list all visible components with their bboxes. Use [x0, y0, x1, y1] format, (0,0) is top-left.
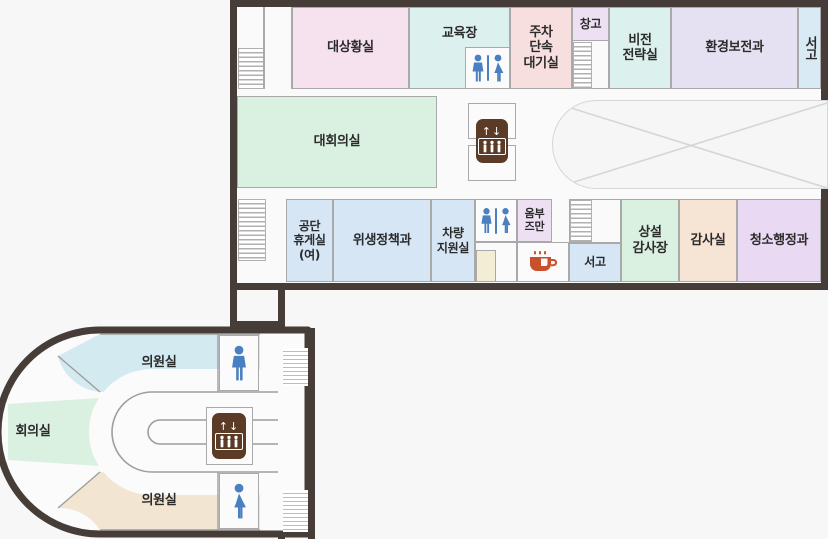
restroom-men-women-icon-top[interactable]: [465, 47, 510, 89]
room-label: 환경보전과: [705, 40, 764, 56]
room-daesanghwangsil[interactable]: 대상황실: [292, 7, 409, 89]
room-hoeuisil-fill: [8, 398, 100, 466]
north-left-div-2: [291, 7, 293, 89]
cafe-area[interactable]: [517, 242, 569, 282]
room-charyang-jiwonsil[interactable]: 차량 지원실: [431, 199, 475, 282]
elevator-icon[interactable]: ↑↓: [476, 119, 508, 163]
room-label: 감사실: [690, 232, 726, 248]
south-corridor-inner-line: [147, 419, 278, 445]
utility-closet: [476, 250, 496, 282]
room-seogo-bottom[interactable]: 서고: [569, 243, 621, 282]
south-corridor-outer-line: [111, 391, 278, 473]
restroom-divider: [486, 55, 489, 81]
restroom-men-icon-south[interactable]: [219, 335, 259, 391]
wall-north-bottom: [230, 283, 828, 290]
restroom-women-icon-south[interactable]: [219, 473, 259, 529]
coffee-cup-icon: [530, 251, 558, 271]
restroom-women-icon: [493, 54, 503, 82]
room-label: 청소행정과: [749, 232, 809, 248]
stairs-bottom-left: [238, 199, 266, 261]
elevator-icon[interactable]: ↑↓: [212, 413, 246, 459]
north-left-div-1: [263, 7, 265, 89]
room-label: 비전 전략실: [622, 32, 658, 63]
room-gongdan-hyugesil[interactable]: 공단 휴게실 (여): [286, 199, 333, 282]
stairs-south-top: [283, 348, 309, 386]
elevator-people-icon: [215, 433, 243, 450]
room-label: 의원실: [141, 493, 177, 509]
room-label: 의원실: [141, 355, 177, 371]
restroom-women-icon: [234, 483, 246, 519]
room-label: 창고: [579, 16, 602, 31]
restroom-men-icon: [232, 345, 246, 381]
room-label: 대상황실: [327, 40, 374, 56]
north-middle-corridor: [237, 89, 821, 99]
restroom-men-icon: [481, 208, 492, 234]
restroom-divider: [495, 207, 497, 234]
divider-top-wedge: [57, 355, 101, 393]
room-label: 서고: [802, 36, 817, 60]
room-label: 주차 단속 대기실: [523, 25, 559, 71]
room-juchadansok-daegisil[interactable]: 주차 단속 대기실: [510, 7, 572, 89]
south-corridor-fill: [89, 369, 278, 495]
elevator-arrows-label: ↑↓: [481, 125, 503, 138]
room-gamsasil[interactable]: 감사실: [679, 199, 737, 282]
room-daehoeuisil[interactable]: 대회의실: [237, 96, 437, 188]
elevator-group-north: ↑↓: [468, 103, 516, 181]
room-uiwonsil-top[interactable]: 의원실: [100, 334, 218, 392]
stairs-top-changgo: [573, 42, 592, 89]
restroom-men-women-icon-bottom[interactable]: [475, 199, 517, 242]
wall-north-top: [230, 0, 828, 7]
room-seogo-top[interactable]: 서고: [798, 7, 821, 89]
stairs-south-bottom: [283, 490, 309, 532]
room-hwangyeongbojeongwa[interactable]: 환경보전과: [671, 7, 798, 89]
room-cheongso-haengjeonggwa[interactable]: 청소행정과: [737, 199, 821, 282]
room-label: 공단 휴게실 (여): [293, 219, 326, 262]
room-label: 교육장: [442, 26, 477, 41]
room-sangseol-gamsajang[interactable]: 상설 감사장: [621, 199, 679, 282]
room-ombudsman[interactable]: 옴부 즈만: [517, 199, 552, 242]
room-hoeuisil[interactable]: 회의실: [2, 404, 64, 460]
room-label: 대회의실: [313, 134, 361, 150]
restroom-men-icon: [472, 54, 483, 82]
wall-south-right: [308, 328, 315, 539]
stairs-bottom-middle: [570, 200, 592, 242]
room-label: 회의실: [15, 424, 51, 440]
room-label: 상설 감사장: [632, 225, 668, 256]
room-changgo[interactable]: 창고: [572, 7, 609, 41]
room-wisaeng-jeongchaekgwa[interactable]: 위생정책과: [333, 199, 431, 282]
wall-corridor-left-foot: [230, 321, 285, 328]
room-label: 옴부 즈만: [524, 206, 545, 233]
room-label: 차량 지원실: [436, 226, 470, 255]
divider-bottom-wedge: [57, 471, 101, 509]
wall-north-left: [230, 0, 237, 290]
room-bijeon-jeonryaksil[interactable]: 비전 전략실: [609, 7, 671, 89]
room-label: 위생정책과: [352, 232, 412, 248]
elevator-group-south: ↑↓: [206, 407, 253, 465]
void-cross-hatch: [554, 102, 827, 188]
wall-corridor-left: [230, 283, 237, 328]
elevator-people-icon: [478, 138, 506, 155]
restroom-women-icon: [502, 208, 511, 234]
atrium-void-area: [552, 100, 828, 189]
room-uiwonsil-bottom[interactable]: 의원실: [100, 472, 218, 530]
room-label: 서고: [584, 255, 606, 270]
elevator-arrows-label: ↑↓: [218, 420, 240, 433]
